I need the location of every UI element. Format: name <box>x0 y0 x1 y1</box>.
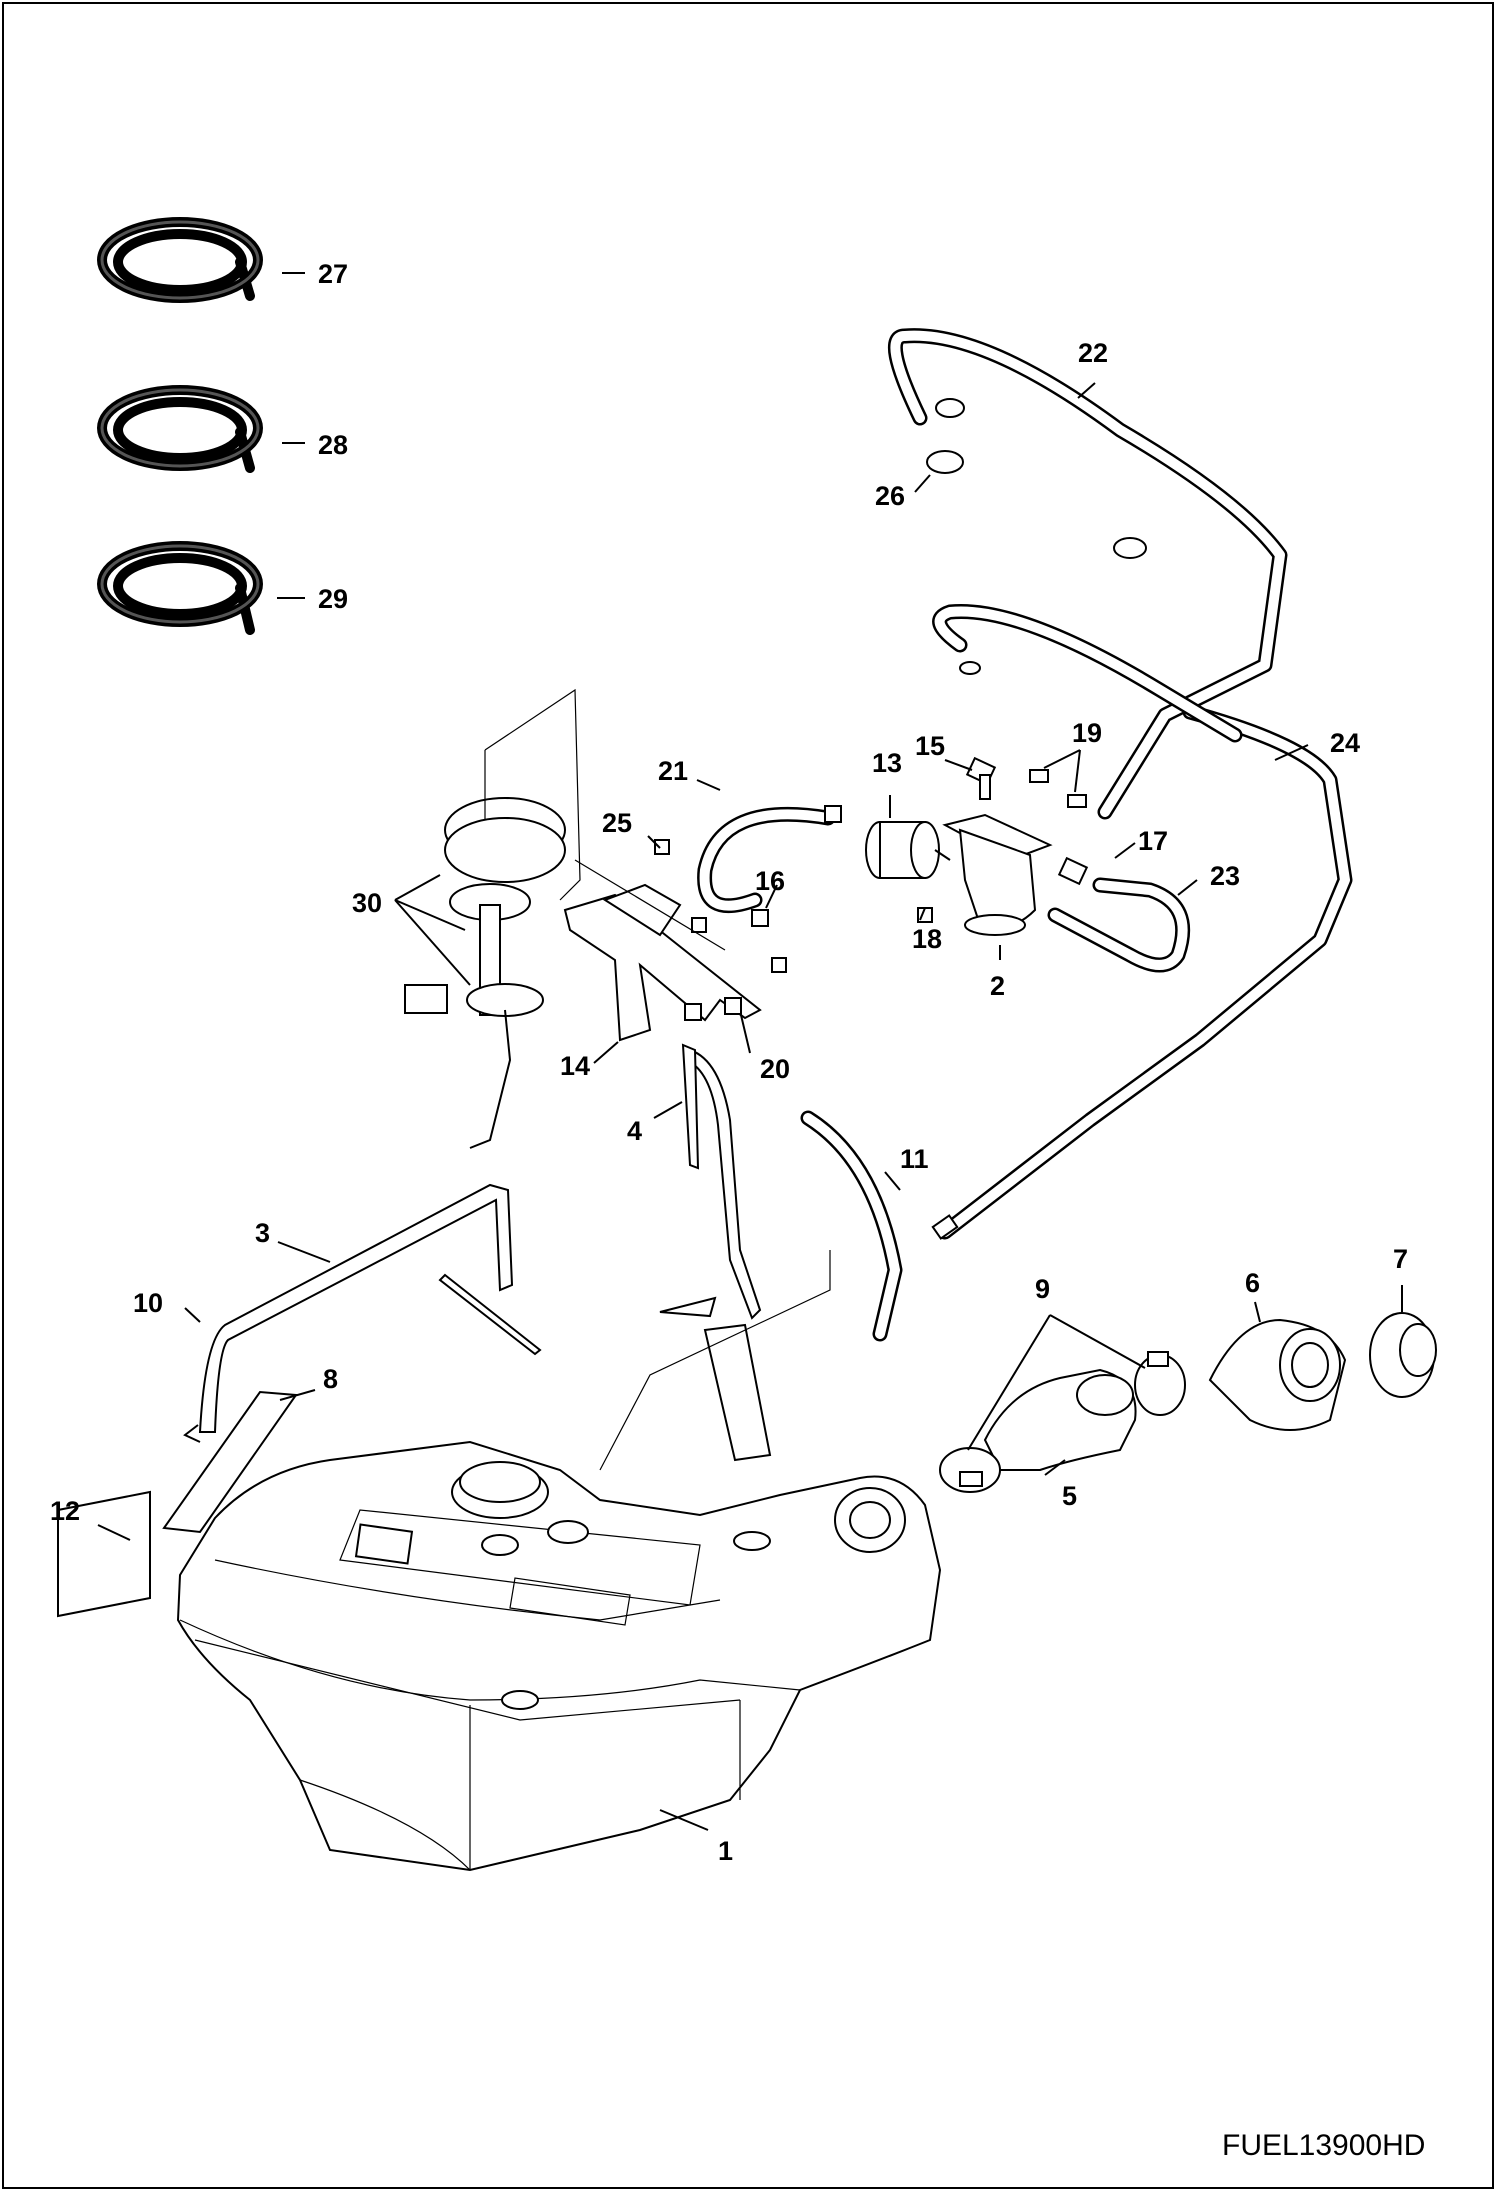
fuel-pump-13 <box>865 821 951 879</box>
callout-labels: 1 2 3 4 5 6 7 8 9 10 11 12 13 14 15 16 1… <box>50 259 1408 1866</box>
callout-3: 3 <box>255 1218 270 1248</box>
callout-25: 25 <box>602 808 632 838</box>
leader-lines <box>97 272 1403 1831</box>
filler-neck-6 <box>1208 1318 1347 1431</box>
callout-12: 12 <box>50 1496 80 1526</box>
callout-2: 2 <box>990 971 1005 1001</box>
callout-29: 29 <box>318 584 348 614</box>
fuel-line-21 <box>699 809 833 911</box>
callout-27: 27 <box>318 259 348 289</box>
callout-14: 14 <box>560 1051 590 1081</box>
fitting-15 <box>965 756 997 800</box>
fuel-line-22 <box>890 330 1285 817</box>
callout-4: 4 <box>627 1116 642 1146</box>
callout-10: 10 <box>133 1288 163 1318</box>
fuel-tank <box>176 1440 942 1872</box>
callout-26: 26 <box>875 481 905 511</box>
tank-strap-4 <box>659 1043 772 1462</box>
callout-1: 1 <box>718 1836 733 1866</box>
callout-15: 15 <box>915 731 945 761</box>
figure-code: FUEL13900HD <box>1222 2129 1425 2162</box>
filler-hose-5 <box>983 1368 1137 1471</box>
callout-8: 8 <box>323 1364 338 1394</box>
fitting-17 <box>1057 856 1089 886</box>
callout-18: 18 <box>912 924 942 954</box>
hose-coil-28 <box>97 385 263 473</box>
fastener-nuts <box>654 839 933 1021</box>
fuel-filter-2 <box>942 813 1053 936</box>
tank-strap-3 <box>183 1183 542 1443</box>
bolts-19 <box>1029 769 1087 808</box>
callout-21: 21 <box>658 756 688 786</box>
callout-11: 11 <box>900 1144 929 1174</box>
callout-6: 6 <box>1245 1268 1260 1298</box>
hose-coil-29 <box>97 541 263 635</box>
hose-clamp-26 <box>926 398 1147 675</box>
callout-9: 9 <box>1035 1274 1050 1304</box>
callout-5: 5 <box>1062 1481 1077 1511</box>
callout-17: 17 <box>1138 826 1168 856</box>
callout-23: 23 <box>1210 861 1240 891</box>
hose-clamp-9 <box>939 1351 1186 1493</box>
callout-16: 16 <box>755 866 785 896</box>
callout-7: 7 <box>1393 1244 1408 1274</box>
callout-30: 30 <box>352 888 382 918</box>
hose-coil-27 <box>97 217 263 303</box>
callout-24: 24 <box>1330 728 1360 758</box>
callout-28: 28 <box>318 430 348 460</box>
fuel-sender-assembly-30 <box>404 797 566 1149</box>
fuel-line-22-branch <box>934 606 1240 740</box>
callout-22: 22 <box>1078 338 1108 368</box>
mounting-bracket-14 <box>563 883 762 1042</box>
label-decal-12 <box>57 1490 151 1618</box>
breather-hose-11 <box>803 1113 900 1339</box>
callout-19: 19 <box>1072 718 1102 748</box>
callout-20: 20 <box>760 1054 790 1084</box>
fuel-cap-7 <box>1369 1312 1437 1398</box>
fuel-line-23 <box>1050 880 1188 970</box>
callout-13: 13 <box>872 748 902 778</box>
